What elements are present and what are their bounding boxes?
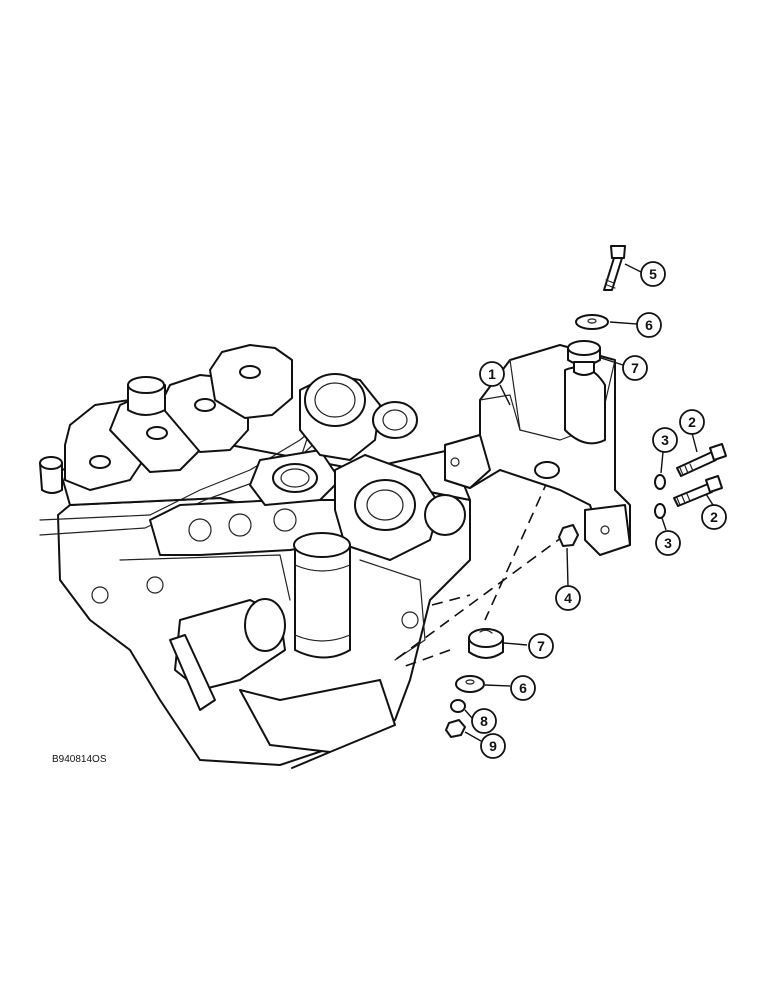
callout-2-upper: 2 <box>679 409 705 435</box>
nut-9 <box>445 719 466 738</box>
callout-label: 4 <box>564 590 572 606</box>
callout-label: 6 <box>519 680 527 696</box>
callout-5: 5 <box>640 261 666 287</box>
bushing-7-lower <box>468 628 504 659</box>
mount-bracket <box>444 344 631 556</box>
callout-3-lower: 3 <box>655 530 681 556</box>
callout-label: 2 <box>710 509 718 525</box>
bolt-2-lower <box>673 475 723 507</box>
nut-4 <box>558 524 579 547</box>
engine-drawing <box>39 344 471 769</box>
callout-9: 9 <box>480 733 506 759</box>
bolt-5 <box>603 245 626 291</box>
washer-3-upper <box>654 474 666 490</box>
callout-label: 7 <box>537 638 545 654</box>
callout-7-lower: 7 <box>528 633 554 659</box>
callout-1: 1 <box>479 361 505 387</box>
callout-label: 8 <box>480 713 488 729</box>
washer-6-upper <box>575 314 609 330</box>
callout-6-upper: 6 <box>636 312 662 338</box>
callout-8: 8 <box>471 708 497 734</box>
bushing-7-upper <box>567 340 601 376</box>
callout-7-upper: 7 <box>622 355 648 381</box>
washer-6-lower <box>455 675 485 693</box>
figure-id: B940814OS <box>52 754 107 765</box>
bolt-2-upper <box>676 443 727 477</box>
callout-2-lower: 2 <box>701 504 727 530</box>
callout-4: 4 <box>555 585 581 611</box>
callout-3-upper: 3 <box>652 427 678 453</box>
callout-label: 3 <box>664 535 672 551</box>
callout-label: 5 <box>649 266 657 282</box>
leader-lines <box>464 263 714 742</box>
callout-6-lower: 6 <box>510 675 536 701</box>
washer-8 <box>450 699 466 713</box>
hardware <box>445 245 727 738</box>
callout-label: 9 <box>489 738 497 754</box>
callout-label: 7 <box>631 360 639 376</box>
callout-label: 6 <box>645 317 653 333</box>
washer-3-lower <box>654 503 666 519</box>
callout-label: 3 <box>661 432 669 448</box>
callout-label: 1 <box>488 366 496 382</box>
callout-label: 2 <box>688 414 696 430</box>
